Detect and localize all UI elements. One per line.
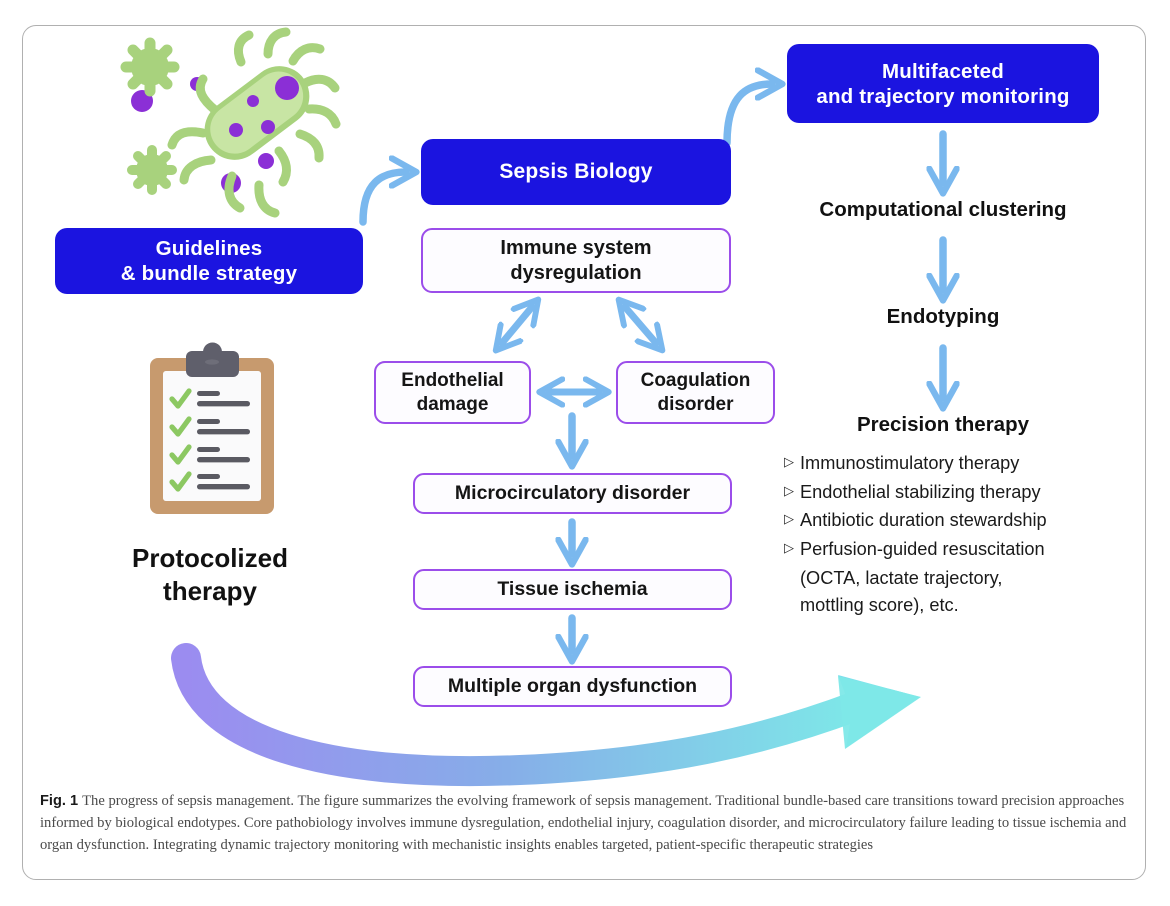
coagulation-line1: Coagulation <box>640 370 751 392</box>
list-item-continuation: mottling score), etc. <box>800 595 959 616</box>
list-item: ▷ Endothelial stabilizing therapy <box>784 479 1124 507</box>
sepsis-biology-box: Sepsis Biology <box>421 139 731 205</box>
figure-number: Fig. 1 <box>40 793 79 809</box>
microcirculatory-disorder-box: Microcirculatory disorder <box>413 473 732 514</box>
list-item-label: Immunostimulatory therapy <box>800 453 1020 473</box>
protocolized-line1: Protocolized <box>131 543 288 573</box>
guidelines-line2: & bundle strategy <box>120 262 298 285</box>
precision-therapy-label: Precision therapy <box>856 413 1030 436</box>
immune-system-dysregulation-box: Immune system dysregulation <box>421 228 731 293</box>
coagulation-disorder-box: Coagulation disorder <box>616 361 775 424</box>
figure-caption-text: The progress of sepsis management. The f… <box>40 793 1127 854</box>
multiple-organ-dysfunction-box: Multiple organ dysfunction <box>413 666 732 707</box>
triangle-bullet-icon: ▷ <box>784 482 794 498</box>
triangle-bullet-icon: ▷ <box>784 539 794 555</box>
guidelines-line1: Guidelines <box>155 237 263 260</box>
triangle-bullet-icon: ▷ <box>784 454 794 469</box>
multifaceted-line1: Multifaceted <box>882 59 1004 83</box>
list-item: ▷ Perfusion-guided resuscitation <box>784 536 1124 564</box>
guidelines-and-bundle-strategy-box: Guidelines & bundle strategy <box>55 228 363 294</box>
endothelial-line2: damage <box>416 393 489 415</box>
list-item: ▷ Antibiotic duration stewardship <box>784 507 1124 535</box>
triangle-bullet-icon: ▷ <box>784 511 794 527</box>
list-item-label: Perfusion-guided resuscitation <box>800 538 1045 559</box>
immune-line1: Immune system <box>500 237 652 260</box>
protocolized-therapy-label: Protocolized therapy <box>90 542 330 609</box>
endothelial-damage-box: Endothelial damage <box>374 361 531 424</box>
endotyping-label: Endotyping <box>886 305 1000 328</box>
list-item: ▷ Immunostimulatory therapy <box>784 450 1124 478</box>
list-item-label: Antibiotic duration stewardship <box>800 510 1047 531</box>
list-item-label: Endothelial stabilizing therapy <box>800 481 1041 502</box>
tissue-ischemia-box: Tissue ischemia <box>413 569 732 610</box>
protocolized-line2: therapy <box>163 576 257 607</box>
list-item-continuation: (OCTA, lactate trajectory, <box>800 567 1003 588</box>
endothelial-line1: Endothelial <box>401 370 504 392</box>
multifaceted-and-trajectory-monitoring-box: Multifaceted and trajectory monitoring <box>787 44 1099 123</box>
immune-line2: dysregulation <box>510 261 642 284</box>
computational-clustering-label: Computational clustering <box>819 198 1067 221</box>
coagulation-line2: disorder <box>657 393 734 415</box>
multifaceted-line2: and trajectory monitoring <box>816 84 1070 108</box>
precision-therapy-list: ▷ Immunostimulatory therapy ▷ Endothelia… <box>784 450 1124 620</box>
